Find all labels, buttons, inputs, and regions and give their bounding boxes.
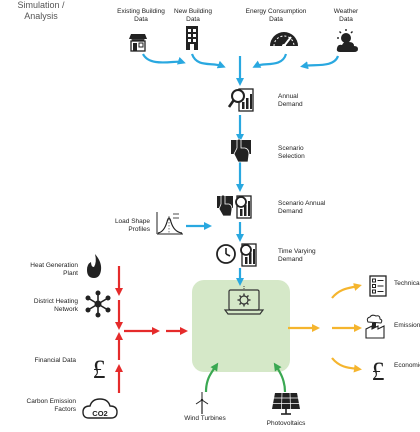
label-heat-generation-plant: Heat Generation Plant bbox=[30, 262, 78, 277]
sun-cloud-icon bbox=[336, 29, 358, 52]
building-icon bbox=[186, 26, 198, 50]
label-wind-turbines: Wind Turbines bbox=[184, 415, 226, 422]
factory-chart-icon bbox=[365, 314, 385, 339]
flame-icon bbox=[87, 254, 102, 278]
distribution-curve-icon bbox=[156, 212, 183, 235]
gauge-icon bbox=[270, 32, 298, 48]
label-weather: Weather Data bbox=[333, 8, 359, 23]
network-icon bbox=[85, 290, 111, 318]
label-economic-analysis: Economic Analysis bbox=[394, 362, 420, 369]
label-emissions-analysis: Emissions Analysis bbox=[394, 322, 420, 329]
label-scenario-annual-demand: Scenario Annual Demand bbox=[278, 200, 326, 215]
red-arrows bbox=[115, 266, 188, 393]
solar-panel-icon bbox=[272, 392, 300, 415]
label-district-heating-network: District Heating Network bbox=[33, 298, 78, 313]
label-technical-results: Technical Results bbox=[394, 280, 420, 287]
laptop-gear-icon bbox=[223, 286, 265, 315]
yellow-arrows bbox=[288, 283, 362, 373]
simulation-box bbox=[192, 280, 290, 372]
co2-symbol: CO2 bbox=[92, 409, 107, 418]
co2-cloud-icon bbox=[82, 398, 118, 419]
hand-pointer-icon bbox=[231, 138, 251, 163]
hand-chart-icon bbox=[217, 194, 252, 219]
label-scenario-selection: Scenario Selection bbox=[278, 145, 305, 160]
label-photovoltaics: Photovoltaics bbox=[266, 420, 306, 427]
label-simulation-analysis: Simulation / Analysis bbox=[17, 0, 65, 21]
wind-turbine-icon bbox=[195, 392, 209, 414]
magnifier-chart-icon bbox=[227, 88, 254, 112]
label-existing-building: Existing Building Data bbox=[117, 8, 165, 23]
label-time-varying-demand: Time Varying Demand bbox=[278, 248, 316, 263]
label-carbon-emission-factors: Carbon Emission Factors bbox=[26, 398, 77, 413]
blue-arrows bbox=[142, 53, 340, 286]
green-arrows bbox=[204, 362, 287, 393]
label-new-building: New Building Data bbox=[174, 8, 212, 23]
label-annual-demand: Annual Demand bbox=[278, 93, 303, 108]
pound-icon-economic: £ bbox=[372, 357, 385, 386]
label-energy-consumption: Energy Consumption Data bbox=[245, 8, 307, 23]
pound-icon-financial: £ bbox=[93, 355, 106, 384]
clock-chart-icon bbox=[216, 243, 257, 267]
label-load-shape-profiles: Load Shape Profiles bbox=[114, 218, 150, 233]
checklist-icon bbox=[369, 275, 387, 297]
label-financial-data: Financial Data bbox=[34, 357, 76, 364]
shop-icon bbox=[129, 34, 147, 52]
